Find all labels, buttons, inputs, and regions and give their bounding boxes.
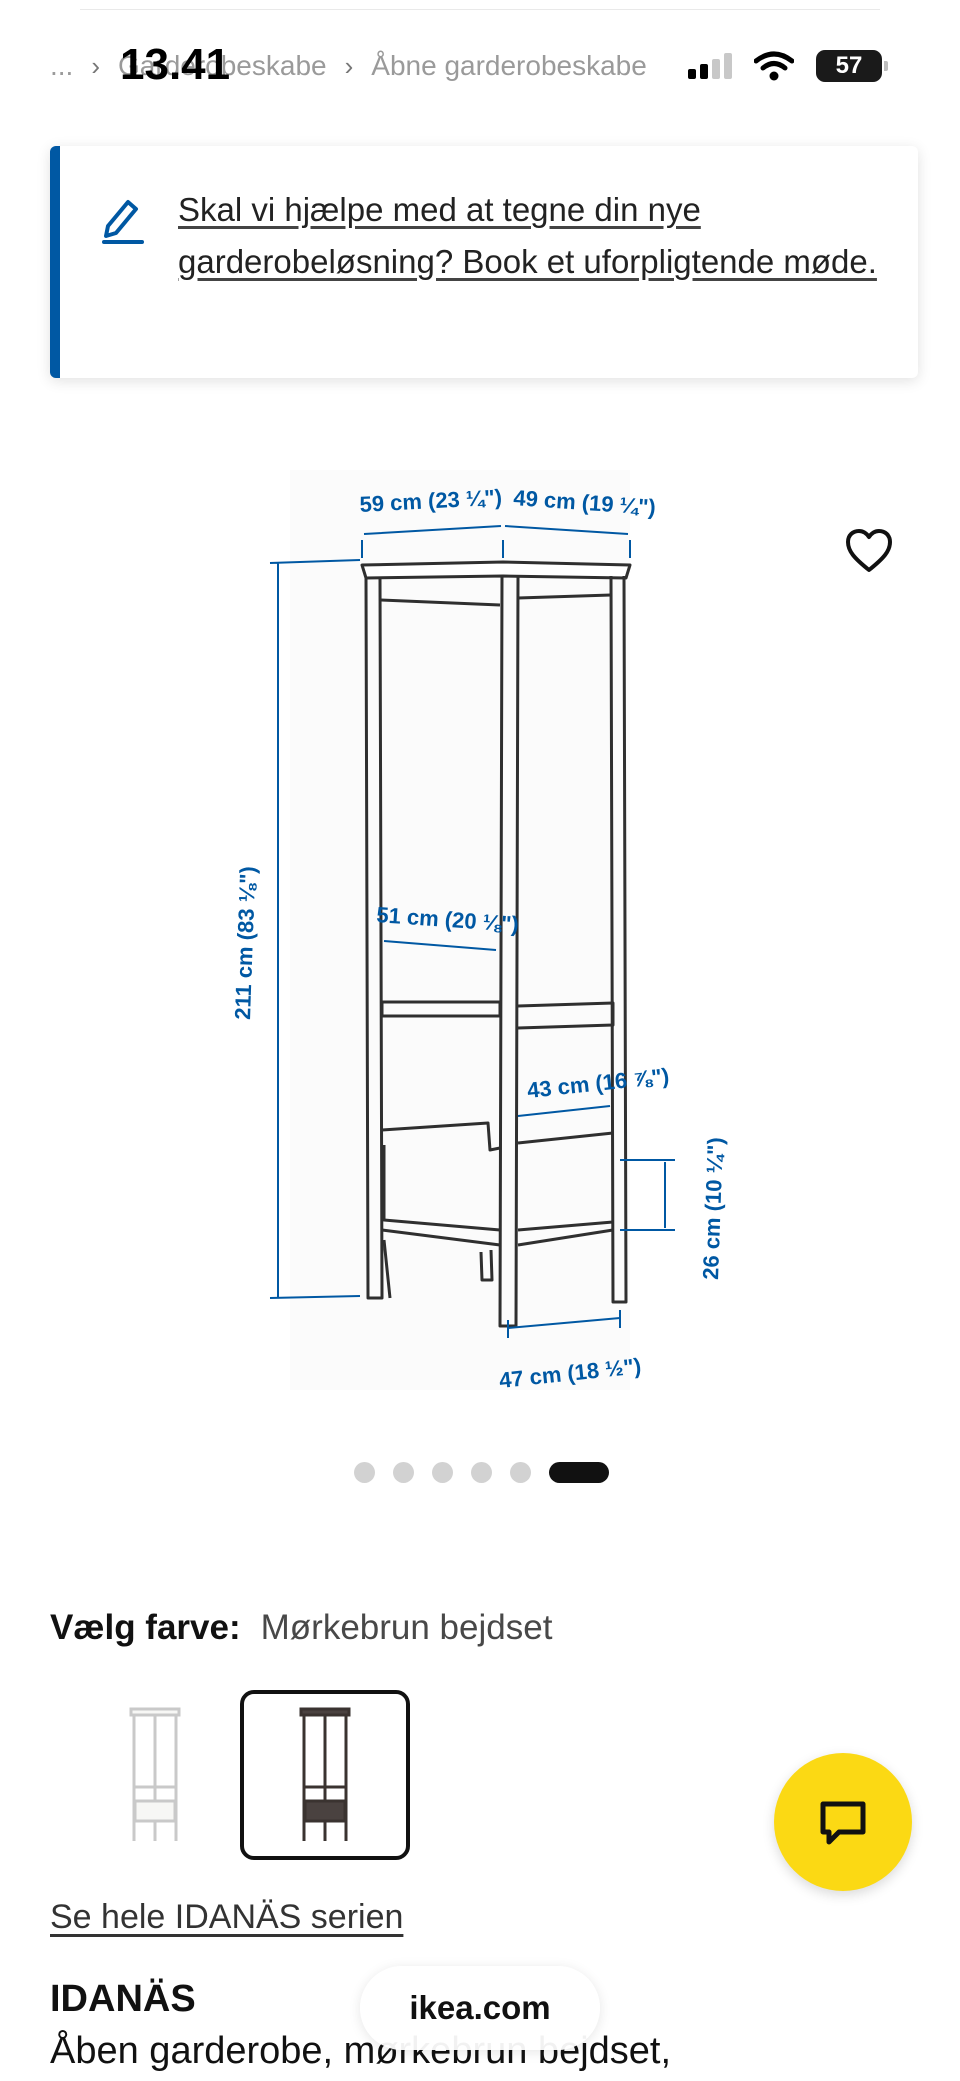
carousel-dot[interactable]	[471, 1462, 492, 1483]
carousel-dot[interactable]	[354, 1462, 375, 1483]
cellular-signal-icon	[688, 53, 732, 79]
breadcrumb-item-garderobeskabe[interactable]: Garderobeskabe	[118, 50, 327, 81]
color-value: Mørkebrun bejdset	[260, 1608, 553, 1647]
chevron-right-icon: ›	[344, 50, 354, 81]
product-name: IDANÄS	[50, 1978, 196, 2020]
chevron-right-icon: ›	[91, 50, 101, 81]
status-icons: 57	[688, 50, 888, 82]
heart-icon[interactable]	[844, 528, 894, 574]
color-label: Vælg farve:	[50, 1608, 241, 1647]
product-dimension-image[interactable]: 59 cm (23 ¼") 49 cm (19 ¼") 211 cm (83 ⅛…	[200, 440, 760, 1420]
chat-icon	[820, 1801, 866, 1845]
breadcrumb-ellipsis[interactable]: ...	[50, 50, 74, 81]
dark-brown-wardrobe-thumbnail	[299, 1707, 351, 1841]
status-time: 13.41	[120, 40, 231, 89]
breadcrumb: ... › Garderobeskabe › Åbne garderobeska…	[50, 44, 647, 88]
carousel-dot[interactable]	[510, 1462, 531, 1483]
page-top-border	[80, 0, 880, 10]
carousel-indicator	[354, 1462, 609, 1483]
banner-link-text[interactable]: Skal vi hjælpe med at tegne din nye gard…	[178, 191, 877, 280]
white-wardrobe-thumbnail	[129, 1707, 181, 1841]
dimension-height: 211 cm (83 ⅛")	[230, 866, 260, 1020]
wifi-icon	[754, 51, 794, 81]
chat-button[interactable]	[774, 1753, 912, 1891]
dimension-drawer-height: 26 cm (10 ¼")	[698, 1137, 728, 1280]
battery-indicator: 57	[816, 50, 888, 82]
battery-level: 57	[835, 52, 863, 79]
browser-url-bar[interactable]: ikea.com	[360, 1966, 600, 2050]
swatch-dark-brown[interactable]	[240, 1690, 410, 1860]
swatch-white[interactable]	[70, 1690, 240, 1860]
series-link[interactable]: Se hele IDANÄS serien	[50, 1898, 404, 1936]
carousel-dot-active[interactable]	[549, 1462, 609, 1483]
pencil-icon	[102, 200, 144, 244]
design-help-banner[interactable]: Skal vi hjælpe med at tegne din nye gard…	[50, 146, 918, 378]
carousel-dot[interactable]	[393, 1462, 414, 1483]
color-selector-label: Vælg farve: Mørkebrun bejdset	[50, 1608, 552, 1648]
breadcrumb-item-aabne-garderobeskabe[interactable]: Åbne garderobeskabe	[371, 50, 647, 81]
carousel-dot[interactable]	[432, 1462, 453, 1483]
browser-url[interactable]: ikea.com	[409, 1989, 551, 2026]
